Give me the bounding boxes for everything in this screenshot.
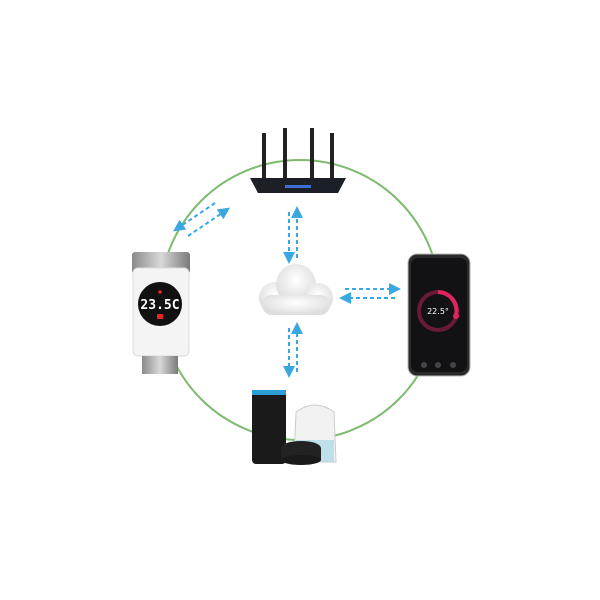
- phone-temperature: 22.5°: [427, 307, 449, 316]
- thermostat-temperature: 23.5C: [140, 298, 179, 313]
- smart-speakers-icon: [252, 390, 337, 465]
- thermostat-icon: 23.5C: [132, 252, 190, 374]
- cloud-icon: [259, 264, 333, 315]
- arrow-thermostat-to-router: [187, 207, 230, 237]
- router-icon: [250, 128, 346, 193]
- arrows: [173, 202, 401, 378]
- smartphone-icon: 22.5°: [407, 253, 471, 377]
- arrow-router-to-thermostat: [173, 202, 216, 232]
